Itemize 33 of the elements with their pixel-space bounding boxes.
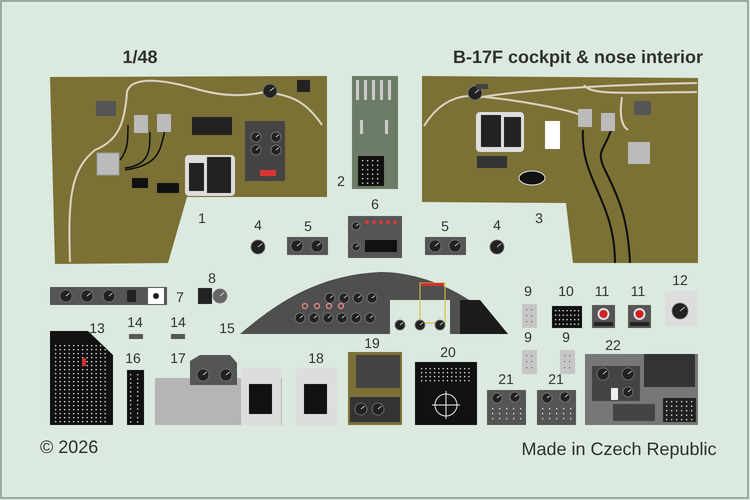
part-number: 19 — [364, 336, 380, 350]
part-number: 9 — [524, 330, 532, 344]
footer-text: © 2026 — [40, 438, 98, 456]
part-number: 21 — [548, 372, 564, 386]
part-number: 12 — [672, 273, 688, 287]
part-number: 14 — [127, 315, 143, 329]
part-number: 4 — [254, 218, 262, 232]
part-number: 5 — [441, 219, 449, 233]
part-number: 14 — [170, 315, 186, 329]
part-number: 15 — [219, 321, 235, 335]
part-number: 4 — [493, 218, 501, 232]
part-number: 8 — [208, 271, 216, 285]
part-number: 11 — [594, 284, 610, 298]
part-number: 5 — [304, 219, 312, 233]
part-number: 16 — [125, 351, 141, 365]
footer-text: Made in Czech Republic — [521, 440, 717, 458]
part-number: 6 — [371, 197, 379, 211]
part-number: 17 — [170, 351, 186, 365]
scale-text: 1/48 — [122, 48, 158, 66]
part-number: 9 — [524, 284, 532, 298]
part-number: 9 — [562, 330, 570, 344]
part-number: 18 — [308, 351, 324, 365]
part-number: 7 — [176, 290, 184, 304]
part-number: 2 — [337, 174, 345, 188]
part-number: 20 — [440, 345, 456, 359]
part-number: 21 — [498, 372, 514, 386]
part-number: 10 — [558, 284, 574, 298]
sheet-title: B-17F cockpit & nose interior — [452, 48, 704, 66]
part-number: 1 — [198, 211, 206, 225]
part-number: 22 — [605, 338, 621, 352]
part-number: 13 — [89, 321, 105, 335]
part-number: 11 — [630, 284, 646, 298]
part-number: 3 — [535, 211, 543, 225]
